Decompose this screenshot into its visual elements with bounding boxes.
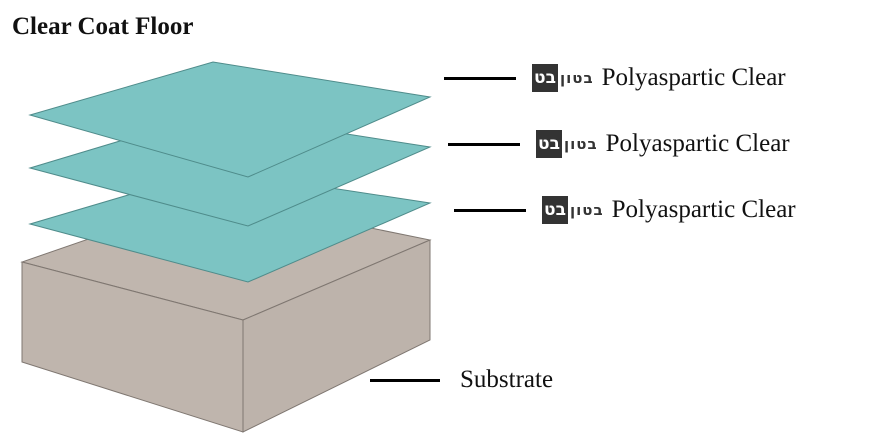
leader-line: [444, 76, 516, 80]
diagram-title: Clear Coat Floor: [12, 13, 194, 40]
callout-substrate: Substrate: [370, 366, 553, 394]
logo-word: בטון: [570, 201, 604, 219]
beton-logo-icon: בט בטון: [542, 196, 604, 224]
beton-logo-icon: בט בטון: [532, 64, 594, 92]
layer-label: Polyaspartic Clear: [605, 130, 790, 157]
logo-word: בטון: [560, 69, 594, 87]
layer-label: Polyaspartic Clear: [601, 64, 786, 91]
callout-layer-2: בט בטון Polyaspartic Clear: [448, 130, 790, 158]
leader-line: [448, 142, 520, 146]
logo-word: בטון: [564, 135, 598, 153]
logo-mark: בט: [542, 196, 568, 224]
layer-label: Polyaspartic Clear: [611, 196, 796, 223]
callout-layer-3: בט בטון Polyaspartic Clear: [454, 196, 796, 224]
leader-line: [370, 378, 440, 382]
beton-logo-icon: בט בטון: [536, 130, 598, 158]
logo-mark: בט: [536, 130, 562, 158]
callout-layer-1: בט בטון Polyaspartic Clear: [444, 64, 786, 92]
substrate-side-face: [242, 239, 431, 433]
leader-line: [454, 208, 526, 212]
coat-layer-1: [28, 61, 432, 178]
logo-mark: בט: [532, 64, 558, 92]
substrate-label: Substrate: [460, 366, 554, 393]
